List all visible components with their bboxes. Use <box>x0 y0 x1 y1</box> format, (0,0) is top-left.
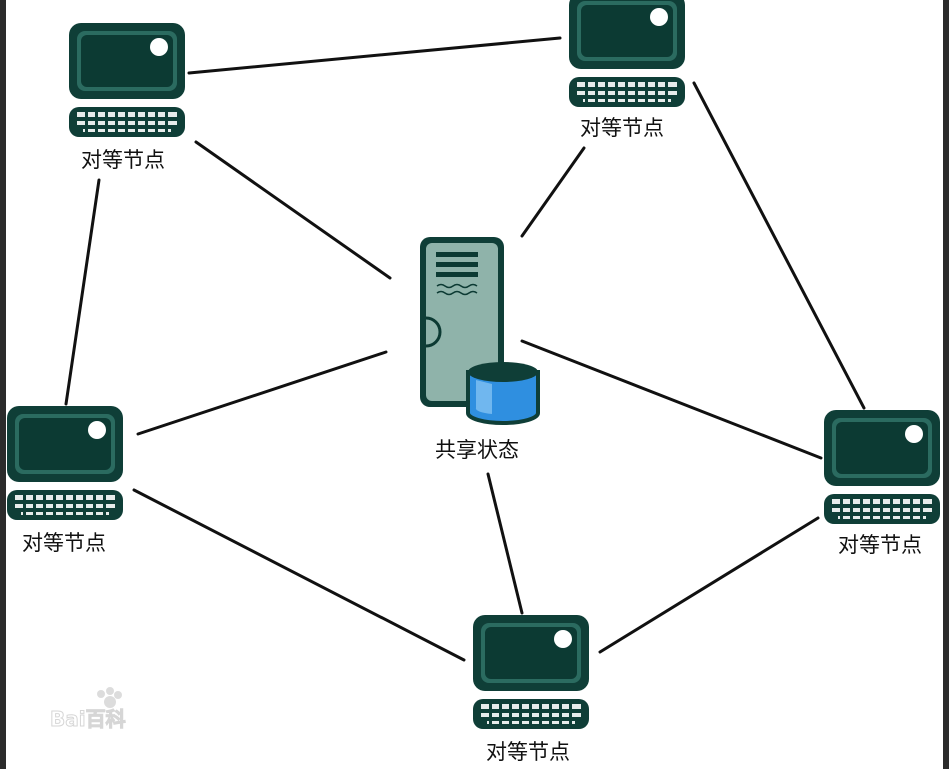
peer-label: 对等节点 <box>838 533 922 557</box>
peer-label: 对等节点 <box>580 116 664 140</box>
computer-icon <box>824 410 940 524</box>
peer-label: 对等节点 <box>486 740 570 764</box>
edge-peer-ml-peer-b <box>132 488 466 662</box>
computer-icon <box>7 406 123 520</box>
edge-peer-ml-server <box>136 350 388 436</box>
peer-node-middle-left: 对等节点 <box>7 406 123 555</box>
peer-node-middle-right: 对等节点 <box>824 410 940 557</box>
server-icon <box>420 237 504 407</box>
peer-label: 对等节点 <box>22 531 106 555</box>
peer-node-top-right: 对等节点 <box>569 0 685 140</box>
baidu-watermark: Bai百科 <box>50 687 126 732</box>
network-diagram: 对等节点 对等节点 对等节点 对等节点 对等节点 共享状态 <box>7 0 940 764</box>
server-label: 共享状态 <box>435 438 519 462</box>
edge-peer-tr-peer-mr <box>692 81 866 410</box>
edge-server-peer-mr <box>520 339 823 460</box>
edge-peer-tr-server <box>520 146 586 238</box>
server-node: 共享状态 <box>420 237 540 462</box>
watermark-text: Bai百科 <box>50 707 126 731</box>
database-icon <box>466 362 540 425</box>
edge-peer-b-peer-mr <box>598 516 820 654</box>
diagram-canvas: 对等节点 对等节点 对等节点 对等节点 对等节点 共享状态 <box>6 0 943 769</box>
peer-node-bottom: 对等节点 <box>473 615 589 764</box>
edge-peer-tl-server <box>194 140 392 280</box>
computer-icon <box>69 23 185 137</box>
computer-icon <box>569 0 685 107</box>
edge-server-peer-b <box>486 472 524 615</box>
paw-logo-icon <box>97 687 122 708</box>
edge-peer-tl-peer-tr <box>187 36 562 75</box>
peer-label: 对等节点 <box>81 148 165 172</box>
edge-peer-tl-peer-ml <box>64 178 101 406</box>
peer-node-top-left: 对等节点 <box>69 23 185 172</box>
computer-icon <box>473 615 589 729</box>
